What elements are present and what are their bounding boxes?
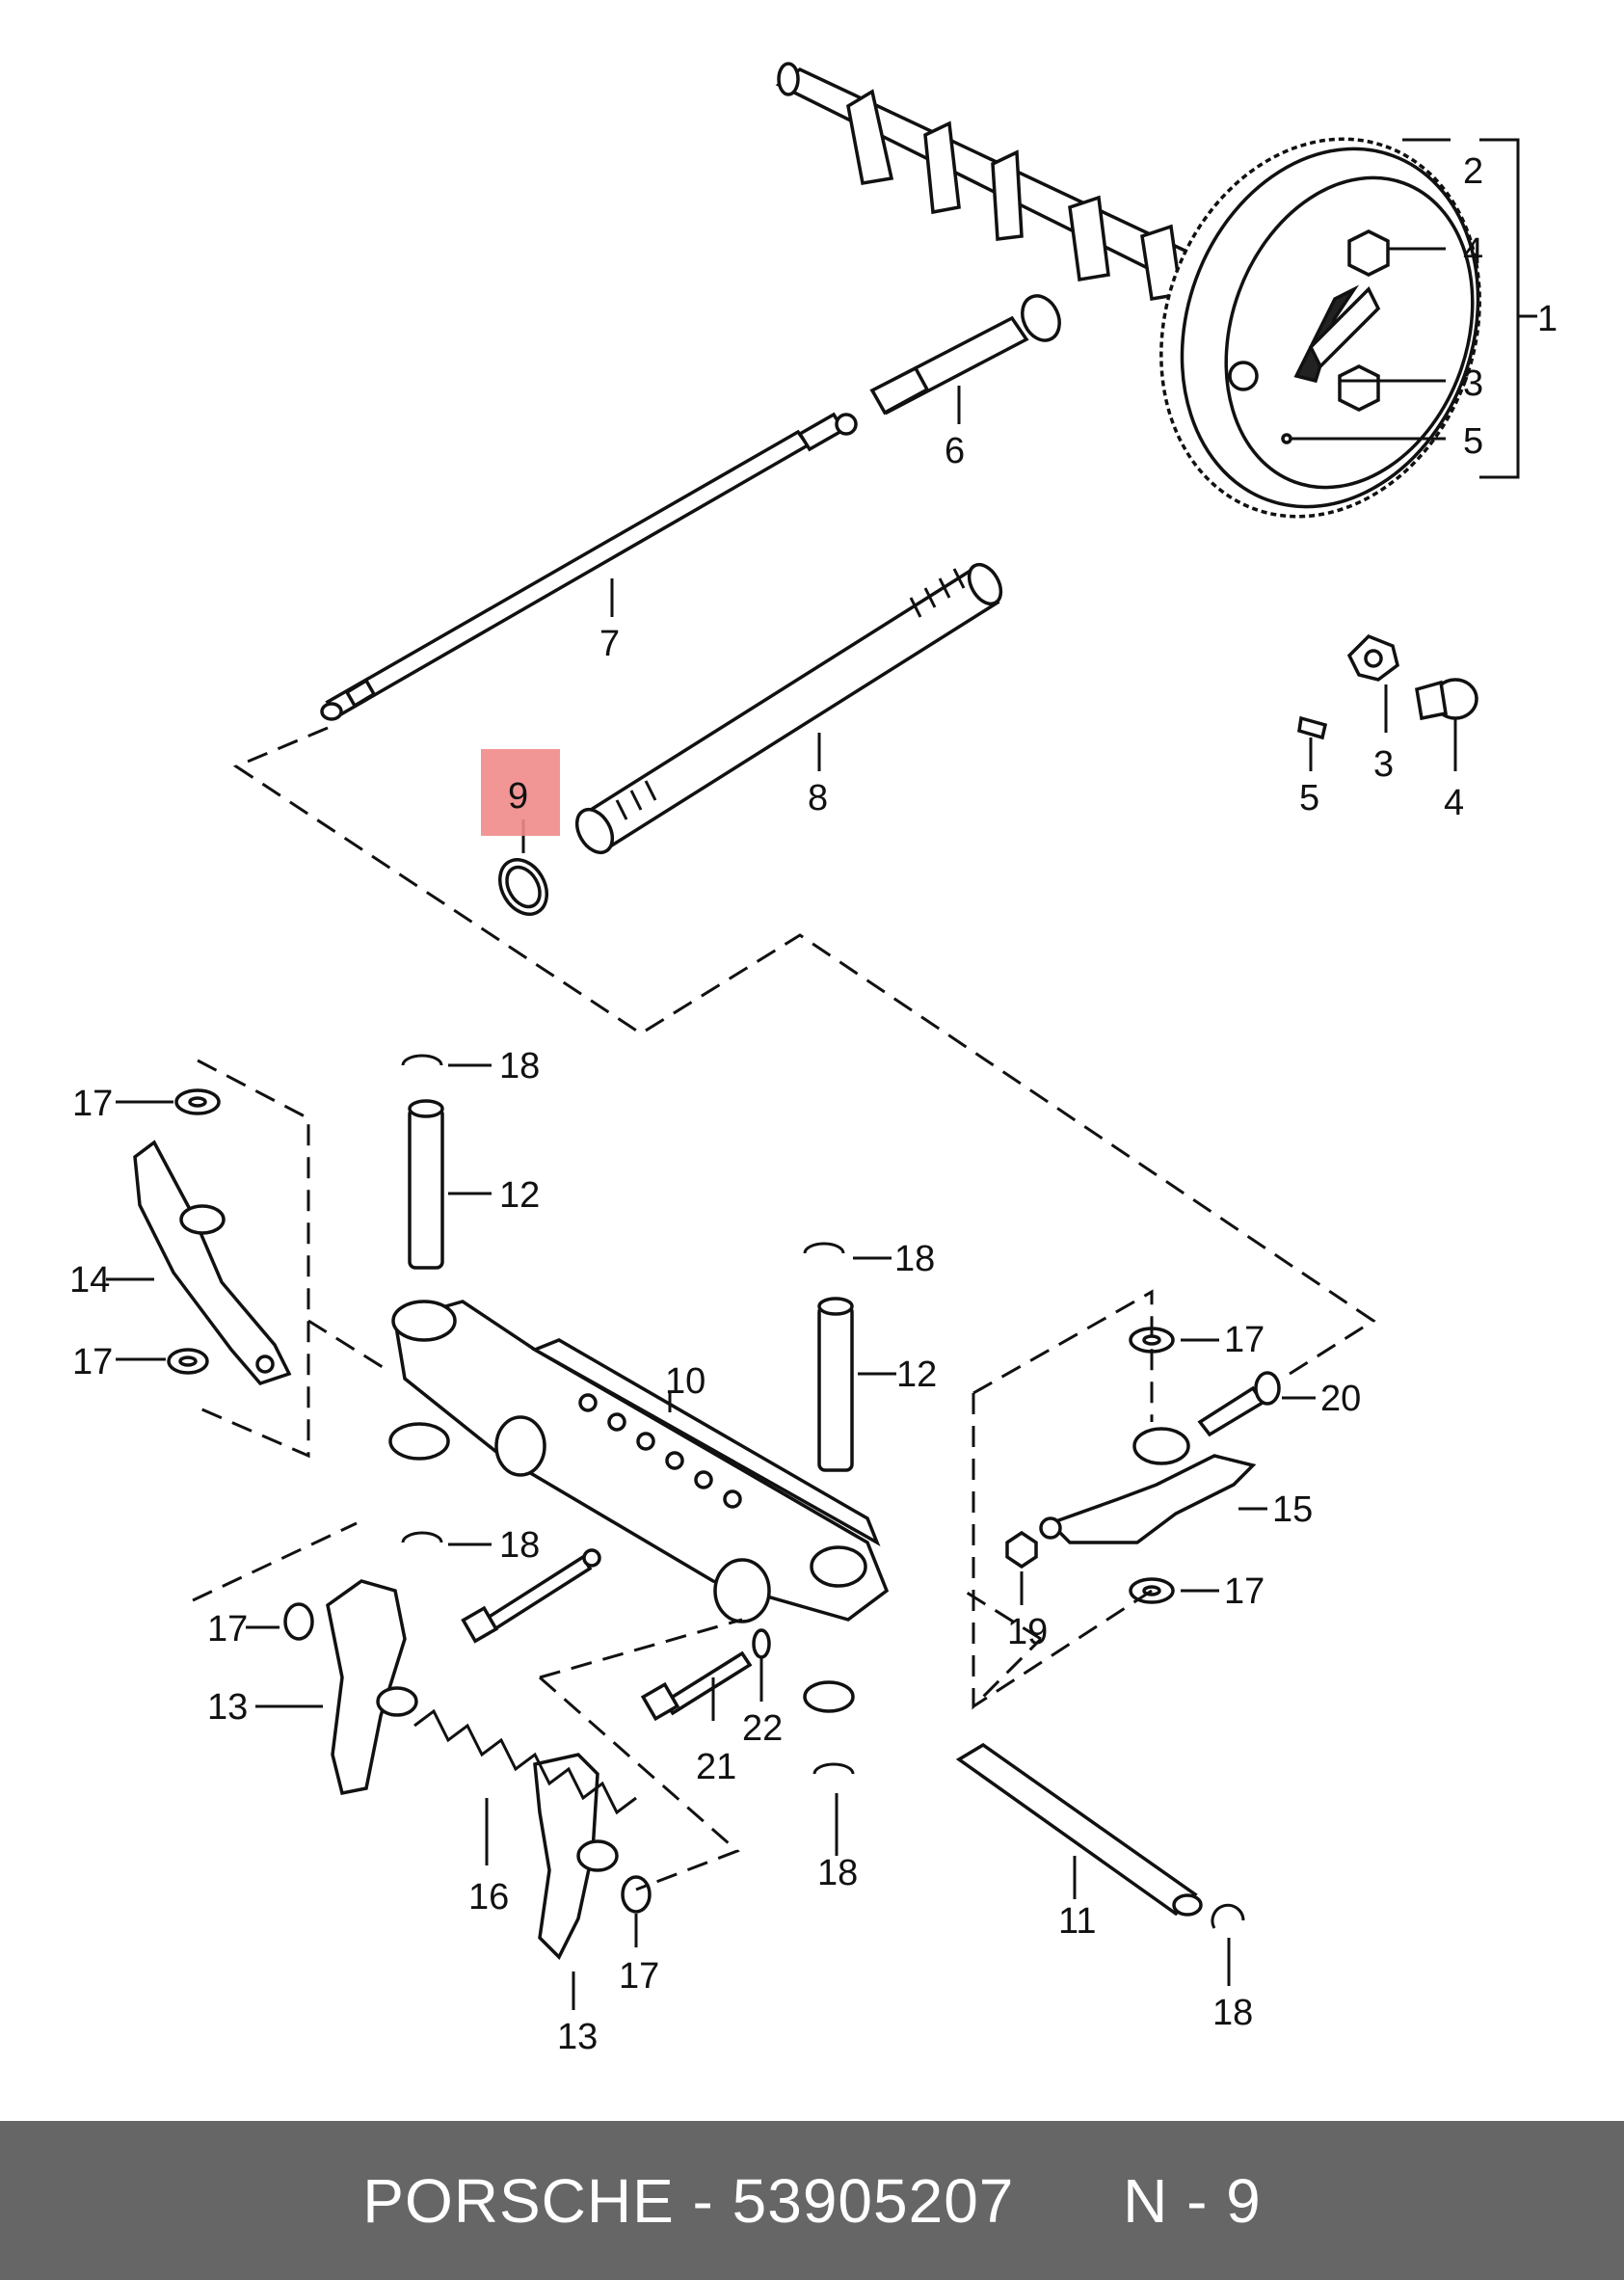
- callout-4b: 4: [1444, 783, 1464, 823]
- callout-20: 20: [1320, 1379, 1361, 1419]
- separator: -: [692, 2165, 714, 2236]
- callout-18d: 18: [817, 1853, 858, 1893]
- spring: [413, 1708, 637, 1815]
- callout-11: 11: [1058, 1901, 1096, 1942]
- seal-ring: [498, 858, 548, 916]
- diagram-reference: N - 9: [1123, 2165, 1262, 2236]
- callout-10: 10: [665, 1361, 706, 1402]
- callout-4: 4: [1463, 231, 1483, 272]
- callout-5b: 5: [1299, 778, 1319, 818]
- callout-18c: 18: [499, 1525, 540, 1566]
- callout-12a: 12: [499, 1175, 540, 1216]
- rocker-pins: [408, 1099, 854, 1472]
- bolts: [461, 1371, 1281, 1722]
- callout-17e: 17: [207, 1609, 248, 1650]
- callout-17f: 17: [619, 1956, 659, 1997]
- leader-lines: [106, 138, 1537, 2010]
- highlight-box: [481, 749, 560, 836]
- callout-17d: 17: [1224, 1571, 1265, 1612]
- callout-3: 3: [1463, 363, 1483, 404]
- callout-2: 2: [1463, 151, 1483, 192]
- callout-12b: 12: [896, 1355, 937, 1395]
- callout-17c: 17: [1224, 1320, 1265, 1360]
- callout-15: 15: [1272, 1489, 1313, 1530]
- callout-14: 14: [69, 1260, 110, 1301]
- loose-small-parts: [1297, 633, 1478, 740]
- part-number: 53905207: [732, 2165, 1015, 2236]
- rocker-arms: [133, 1140, 1257, 1960]
- callout-16: 16: [468, 1877, 509, 1918]
- exploded-parts-diagram: 2 4 1 3 5 6 7 8 9 3 4 5 17 18 12 14 18 1…: [69, 62, 1557, 2057]
- callout-7: 7: [599, 624, 620, 664]
- callout-17a: 17: [72, 1084, 113, 1124]
- callout-13b: 13: [557, 2017, 598, 2057]
- callout-3b: 3: [1373, 744, 1394, 785]
- callout-labels: 2 4 1 3 5 6 7 8 9 3 4 5 17 18 12 14 18 1…: [69, 151, 1557, 2057]
- callout-18a: 18: [499, 1046, 540, 1086]
- callout-9: 9: [508, 776, 528, 817]
- callout-18b: 18: [894, 1239, 935, 1279]
- pushrod: [320, 412, 858, 721]
- rocker-shaft-support: [388, 1300, 890, 1713]
- callout-6: 6: [945, 431, 965, 471]
- callout-19: 19: [1007, 1612, 1048, 1652]
- pushrod-tube: [574, 562, 1003, 855]
- callout-8: 8: [808, 778, 828, 818]
- camshaft: [775, 62, 1212, 302]
- callout-5: 5: [1463, 421, 1483, 462]
- callout-13a: 13: [207, 1687, 248, 1728]
- camshaft-gear: [1159, 137, 1481, 519]
- grouping-lines: [192, 726, 1376, 1891]
- callout-22: 22: [742, 1708, 783, 1749]
- rocker-shaft: [955, 1742, 1203, 1917]
- part-caption-bar: PORSCHE - 53905207 N - 9: [0, 2121, 1624, 2280]
- callout-18e: 18: [1212, 1993, 1253, 2033]
- callout-1: 1: [1537, 299, 1557, 339]
- tappet: [869, 294, 1061, 416]
- callout-21: 21: [696, 1747, 736, 1787]
- callout-17b: 17: [72, 1342, 113, 1382]
- brand-name: PORSCHE: [362, 2165, 675, 2236]
